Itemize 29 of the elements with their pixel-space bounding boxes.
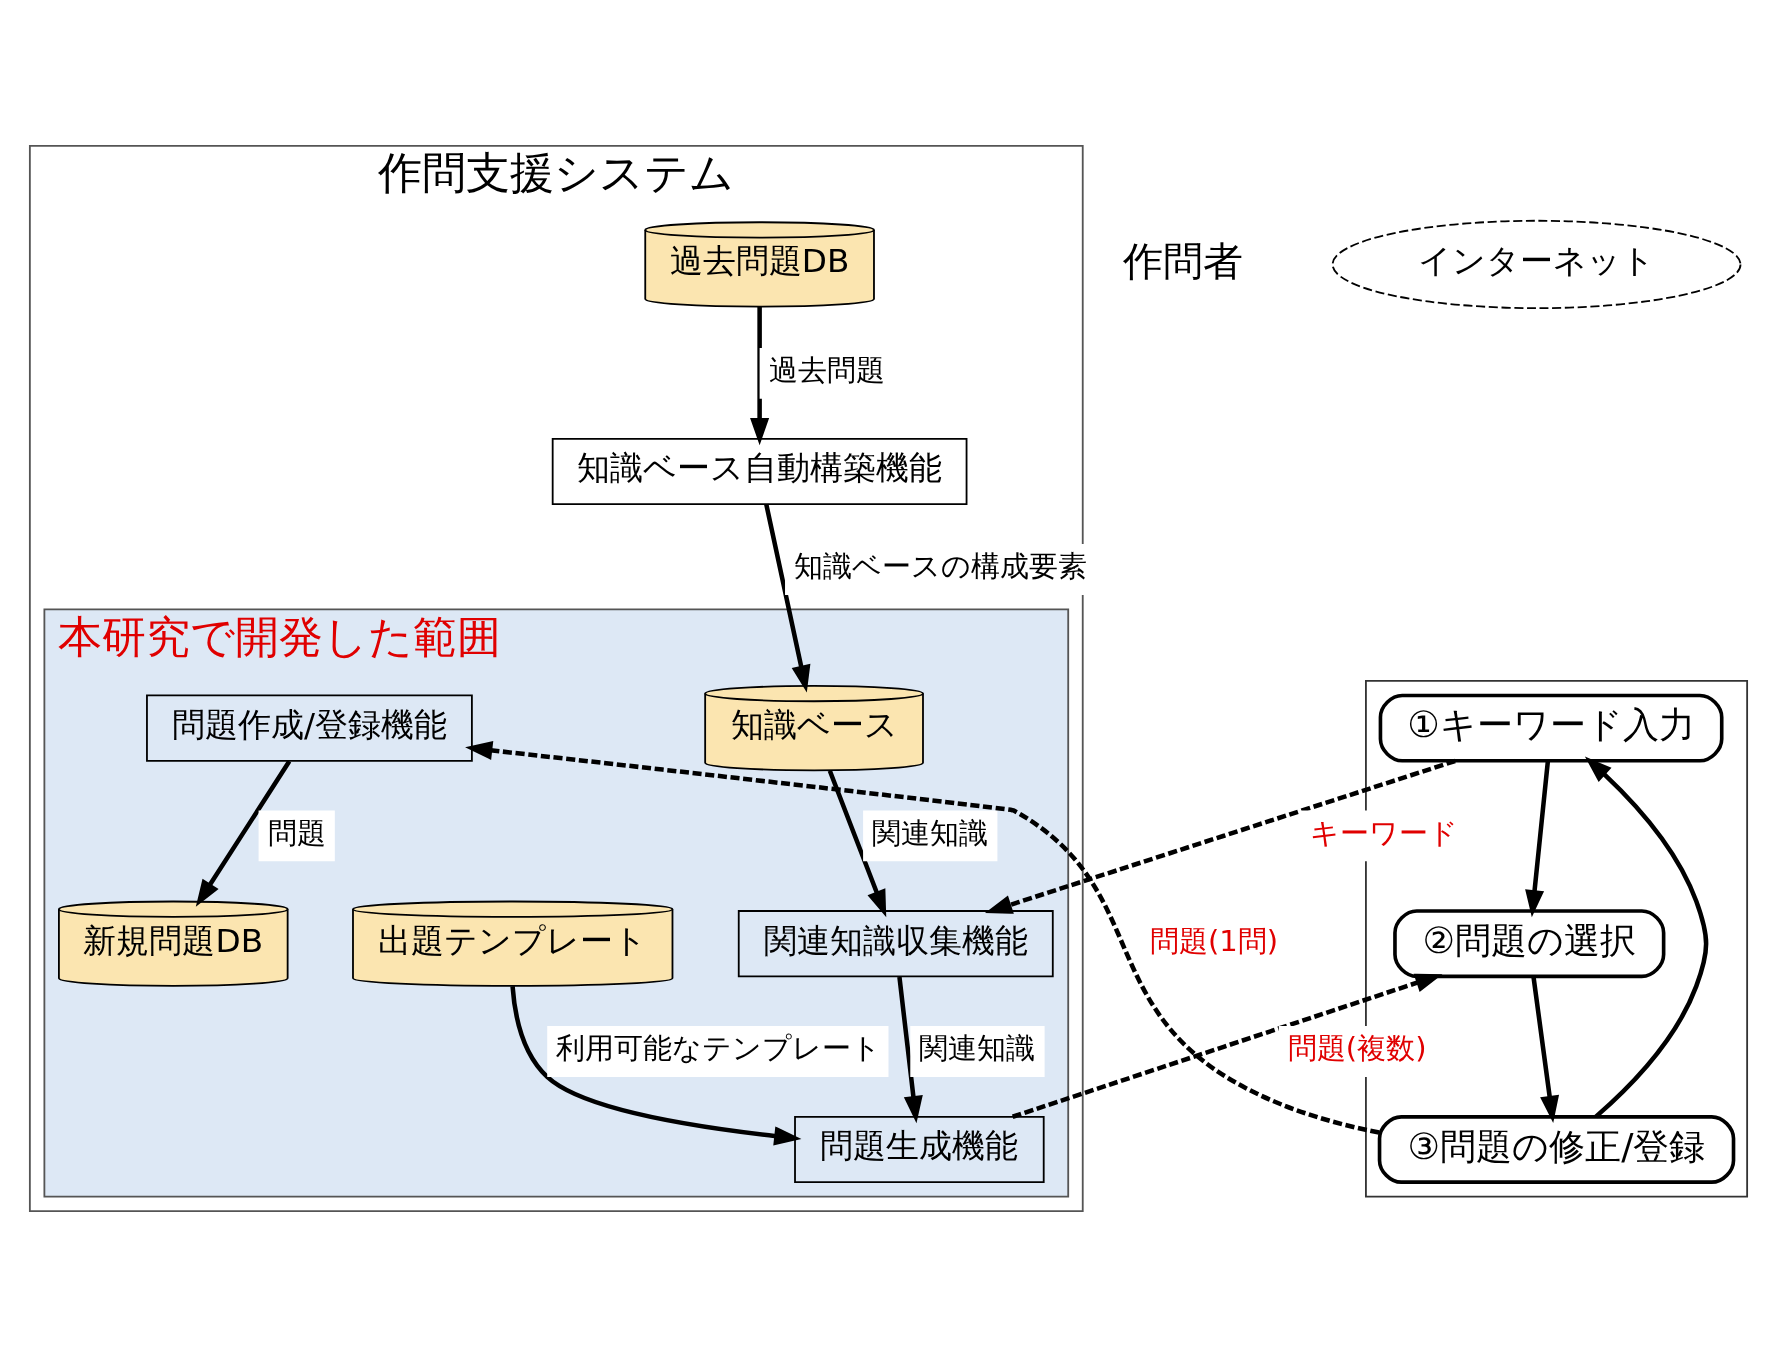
- edge-label: 過去問題: [768, 352, 885, 387]
- node-text: 作問者: [1122, 237, 1243, 284]
- node-box: 問題作成/登録機能: [146, 694, 473, 762]
- node-box: ②問題の選択: [1393, 908, 1666, 978]
- arrow: [1525, 760, 1551, 917]
- arrow: [1584, 756, 1709, 1118]
- edge-label: 関連知識: [872, 815, 989, 850]
- edge-label: 関連知識: [919, 1030, 1036, 1065]
- arrow: [510, 985, 802, 1145]
- edge-label: 問題(複数): [1287, 1030, 1427, 1065]
- node-box: 問題生成機能: [794, 1115, 1045, 1183]
- arrow: [764, 503, 811, 693]
- node-box: ③問題の修正/登録: [1377, 1114, 1736, 1184]
- node-box: ①キーワード入力: [1378, 693, 1724, 763]
- arrow: [897, 976, 923, 1123]
- arrow: [827, 769, 887, 917]
- arrow: [1011, 973, 1443, 1119]
- edge-label: 問題: [267, 815, 326, 850]
- edge-label: キーワード: [1309, 815, 1458, 850]
- arrow: [195, 759, 292, 907]
- edge-label: 利用可能なテンプレート: [556, 1030, 882, 1065]
- node-box: 関連知識収集機能: [737, 909, 1054, 977]
- arrow: [1531, 976, 1560, 1123]
- arrow: [465, 740, 1380, 1135]
- edge-label: 問題(1問): [1149, 923, 1279, 958]
- node-box: 知識ベース自動構築機能: [551, 437, 968, 505]
- arrow: [750, 306, 770, 445]
- node-ellipse: インターネット: [1331, 219, 1742, 309]
- arrow: [984, 758, 1456, 914]
